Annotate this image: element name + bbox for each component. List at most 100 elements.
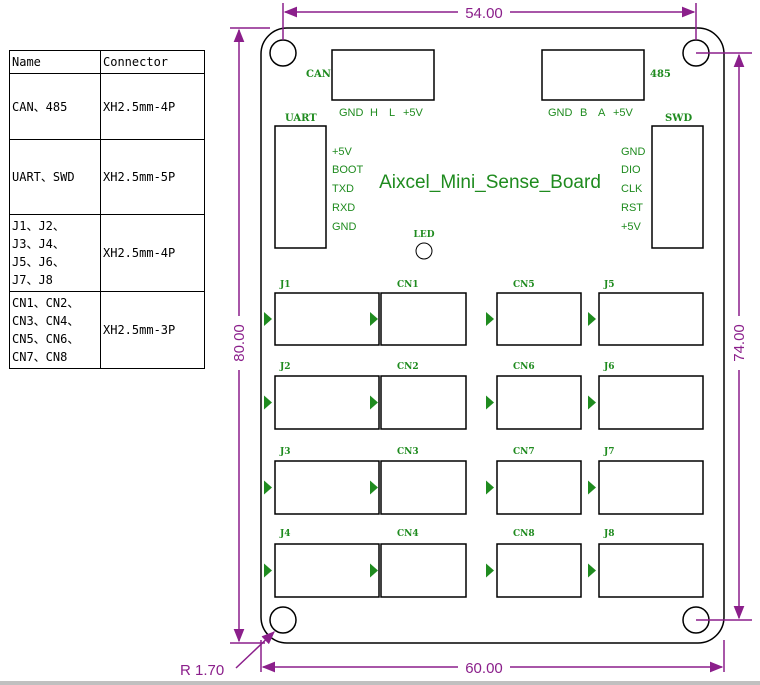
uart-pin-5v: +5V — [332, 146, 353, 158]
pin1-marker-j8 — [588, 563, 596, 578]
dimension-top-label: 54.00 — [465, 5, 503, 22]
pin1-marker-j2 — [264, 395, 272, 410]
connector-label-cn1: CN1 — [397, 280, 419, 290]
connector-cn7 — [496, 460, 582, 515]
table-cell-connector: XH2.5mm-5P — [100, 139, 205, 215]
swd-pin-rst: RST — [621, 202, 643, 214]
dimension-left: 80.00 — [230, 27, 270, 644]
connector-label-j5: J5 — [603, 280, 615, 290]
uart-connector — [274, 125, 327, 249]
table-row: UART、SWD XH2.5mm-5P — [9, 139, 205, 215]
connector-label-cn6: CN6 — [513, 362, 535, 372]
pin1-marker-j5 — [588, 312, 596, 326]
mount-hole-top-left — [269, 39, 297, 67]
swd-label: SWD — [665, 113, 692, 124]
connector-table: Name Connector CAN、485 XH2.5mm-4P UART、S… — [9, 50, 205, 369]
pin1-marker-cn2 — [370, 395, 378, 410]
table-header-name: Name — [9, 50, 101, 74]
dimension-top: 54.00 — [282, 3, 697, 40]
connector-label-cn5: CN5 — [513, 280, 535, 290]
table-cell-connector: XH2.5mm-4P — [100, 73, 205, 140]
pin1-marker-j3 — [264, 480, 272, 495]
dimension-radius: R 1.70 — [180, 631, 275, 679]
rs485-pin-a: A — [598, 107, 606, 119]
dimension-right-label: 74.00 — [731, 324, 748, 362]
connector-label-j7: J7 — [603, 447, 615, 457]
connector-cn5 — [496, 292, 582, 346]
uart-pin-boot: BOOT — [332, 164, 363, 176]
dimension-radius-label: R 1.70 — [180, 662, 224, 679]
connector-label-j8: J8 — [603, 529, 615, 539]
table-cell-name: CN1、CN2、 CN3、CN4、 CN5、CN6、 CN7、CN8 — [9, 291, 101, 369]
uart-pin-txd: TXD — [332, 183, 354, 195]
connector-j4 — [274, 543, 380, 598]
dimension-right: 74.00 — [696, 52, 752, 621]
swd-pin-clk: CLK — [621, 183, 643, 195]
mount-hole-bottom-left — [269, 606, 297, 634]
table-cell-name: J1、J2、 J3、J4、 J5、J6、 J7、J8 — [9, 214, 101, 292]
connector-label-j4: J4 — [279, 529, 291, 539]
rs485-pin-5v: +5V — [613, 107, 634, 119]
connector-label-j2: J2 — [279, 362, 291, 372]
led — [415, 242, 433, 260]
board-title: Aixcel_Mini_Sense_Board — [379, 172, 601, 193]
table-cell-connector: XH2.5mm-3P — [100, 291, 205, 369]
pin1-marker-cn6 — [486, 395, 494, 410]
table-row: J1、J2、 J3、J4、 J5、J6、 J7、J8 XH2.5mm-4P — [9, 214, 205, 292]
pin1-marker-cn4 — [370, 563, 378, 578]
uart-label: UART — [285, 113, 317, 124]
connector-cn6 — [496, 375, 582, 430]
connector-j7 — [598, 460, 704, 515]
can-connector — [331, 49, 435, 101]
connector-label-cn8: CN8 — [513, 529, 535, 539]
connector-cn2 — [380, 375, 467, 430]
rs485-pin-b: B — [580, 107, 587, 119]
connector-cn4 — [380, 543, 467, 598]
led-label: LED — [414, 230, 435, 240]
table-header-connector: Connector — [100, 50, 205, 74]
pin1-marker-cn5 — [486, 312, 494, 326]
pin1-marker-cn3 — [370, 480, 378, 495]
pin1-marker-cn7 — [486, 480, 494, 495]
can-label: CAN — [306, 69, 331, 80]
rs485-connector — [541, 49, 645, 101]
connector-label-j1: J1 — [279, 280, 291, 290]
table-header-row: Name Connector — [9, 50, 205, 74]
connector-label-cn7: CN7 — [513, 447, 535, 457]
uart-pin-rxd: RXD — [332, 202, 355, 214]
connector-j2 — [274, 375, 380, 430]
connector-j8 — [598, 543, 704, 598]
connector-label-cn4: CN4 — [397, 529, 419, 539]
pin1-marker-j4 — [264, 563, 272, 578]
pin1-marker-j7 — [588, 480, 596, 495]
uart-pin-gnd: GND — [332, 221, 357, 233]
connector-j1 — [274, 292, 380, 346]
connector-j3 — [274, 460, 380, 515]
connector-cn1 — [380, 292, 467, 346]
connector-label-cn2: CN2 — [397, 362, 419, 372]
connector-label-j3: J3 — [279, 447, 291, 457]
connector-label-cn3: CN3 — [397, 447, 419, 457]
table-row: CN1、CN2、 CN3、CN4、 CN5、CN6、 CN7、CN8 XH2.5… — [9, 291, 205, 369]
can-pin-5v: +5V — [403, 107, 424, 119]
can-pin-l: L — [389, 107, 395, 119]
connector-label-j6: J6 — [603, 362, 615, 372]
dimension-left-label: 80.00 — [231, 324, 248, 362]
swd-pin-5v: +5V — [621, 221, 642, 233]
rs485-pin-gnd: GND — [548, 107, 573, 119]
connector-cn8 — [496, 543, 582, 598]
connector-j5 — [598, 292, 704, 346]
dimension-bottom: 60.00 — [260, 640, 725, 677]
table-cell-connector: XH2.5mm-4P — [100, 214, 205, 292]
board-outline — [260, 27, 725, 644]
connector-j6 — [598, 375, 704, 430]
dimension-bottom-label: 60.00 — [465, 660, 503, 677]
pin1-marker-cn8 — [486, 563, 494, 578]
swd-pin-gnd: GND — [621, 146, 646, 158]
table-row: CAN、485 XH2.5mm-4P — [9, 73, 205, 140]
connector-cn3 — [380, 460, 467, 515]
pin1-marker-j1 — [264, 312, 272, 326]
bottom-border — [0, 681, 760, 685]
